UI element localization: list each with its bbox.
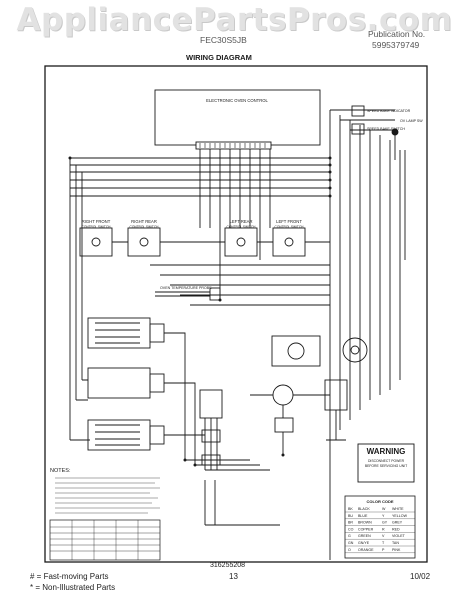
color-code-cell: RED [392, 527, 400, 531]
color-code-cell: GREEN [358, 534, 371, 538]
color-code-cell: BU [348, 514, 353, 518]
bake-element [87, 317, 151, 349]
color-code-cell: R [382, 527, 385, 531]
diagram-part-number: 316255208 [210, 562, 245, 569]
color-code-cell: P [382, 548, 385, 552]
notes-title: NOTES: [50, 468, 71, 474]
speed-bake-switch-label: SPEED BAKE SWITCH [367, 127, 405, 131]
sensor-label: OVEN TEMPERATURE PROBE [160, 286, 212, 290]
revision-date: 10/02 [410, 572, 431, 581]
color-code-cell: O [348, 548, 351, 552]
color-code-cell: V [382, 534, 385, 538]
color-code-cell: WHITE [392, 507, 404, 511]
switch-sub-2: CONTROL SWITCH [130, 225, 160, 229]
color-code-cell: CO [348, 527, 354, 531]
switch-box-3 [224, 227, 258, 257]
door-lock-motor [271, 335, 321, 367]
switch-sub-1: CONTROL SWITCH [82, 225, 112, 229]
color-code-cell: BLACK [358, 507, 370, 511]
color-code-cell: VIOLET [392, 534, 406, 538]
publication-number: 5995379749 [372, 40, 420, 50]
color-code-cell: W [382, 507, 386, 511]
switch-sub-4: CONTROL SWITCH [275, 225, 305, 229]
color-code-title: COLOR CODE [366, 499, 393, 504]
switch-label-4: LEFT FRONT [276, 219, 302, 224]
color-code-cell: BK [348, 507, 353, 511]
convection-fan [342, 337, 368, 363]
oven-lamp-switch-label: OV LAMP SW [400, 119, 423, 123]
color-code-cell: GN/YE [358, 541, 370, 545]
switch-label-1: RIGHT FRONT [82, 219, 111, 224]
broil-element [87, 367, 151, 399]
switch-box-4 [272, 227, 306, 257]
switch-box-1 [79, 227, 113, 257]
speed-bake-indicator-label: SPEED BAKE INDICATOR [367, 109, 411, 113]
warning-line-2: BEFORE SERVICING UNIT [365, 464, 407, 468]
color-code-cell: BR [348, 521, 353, 525]
legend-non-illustrated: * = Non-Illustrated Parts [30, 583, 116, 592]
convection-element [87, 419, 151, 451]
page-number: 13 [229, 572, 238, 581]
color-code-cell: BLUE [358, 514, 368, 518]
publication-label: Publication No. [368, 29, 426, 39]
color-code-cell: Y [382, 514, 385, 518]
color-code-cell: GN [348, 541, 354, 545]
model-number: FEC30S5JB [200, 35, 247, 45]
legend-fast-moving: # = Fast-moving Parts [30, 572, 109, 581]
color-code-cell: GREY [392, 521, 403, 525]
switch-sub-3: CONTROL SWITCH [227, 225, 257, 229]
color-code-cell: TAN [392, 541, 399, 545]
color-code-cell: G [348, 534, 351, 538]
diagram-frame [44, 65, 428, 563]
color-code-cell: YELLOW [392, 514, 408, 518]
color-code-cell: ORANGE [358, 548, 374, 552]
switch-label-2: RIGHT REAR [131, 219, 157, 224]
terminal-strip [195, 141, 272, 150]
color-code-cell: PINK [392, 548, 401, 552]
color-code-cell: BROWN [358, 521, 372, 525]
color-code-cell: COPPER [358, 527, 374, 531]
warning-line-1: DISCONNECT POWER [368, 459, 405, 463]
switch-label-3: LEFT REAR [230, 219, 253, 224]
watermark-logo: AppliancePartsPros.com [16, 2, 453, 38]
switch-box-2 [127, 227, 161, 257]
color-code-cell: T [382, 541, 385, 545]
oven-control-label: ELECTRONIC OVEN CONTROL [206, 98, 268, 103]
color-code-cell: GY [382, 521, 388, 525]
diagram-title: WIRING DIAGRAM [186, 53, 252, 62]
warning-title: WARNING [367, 447, 406, 456]
